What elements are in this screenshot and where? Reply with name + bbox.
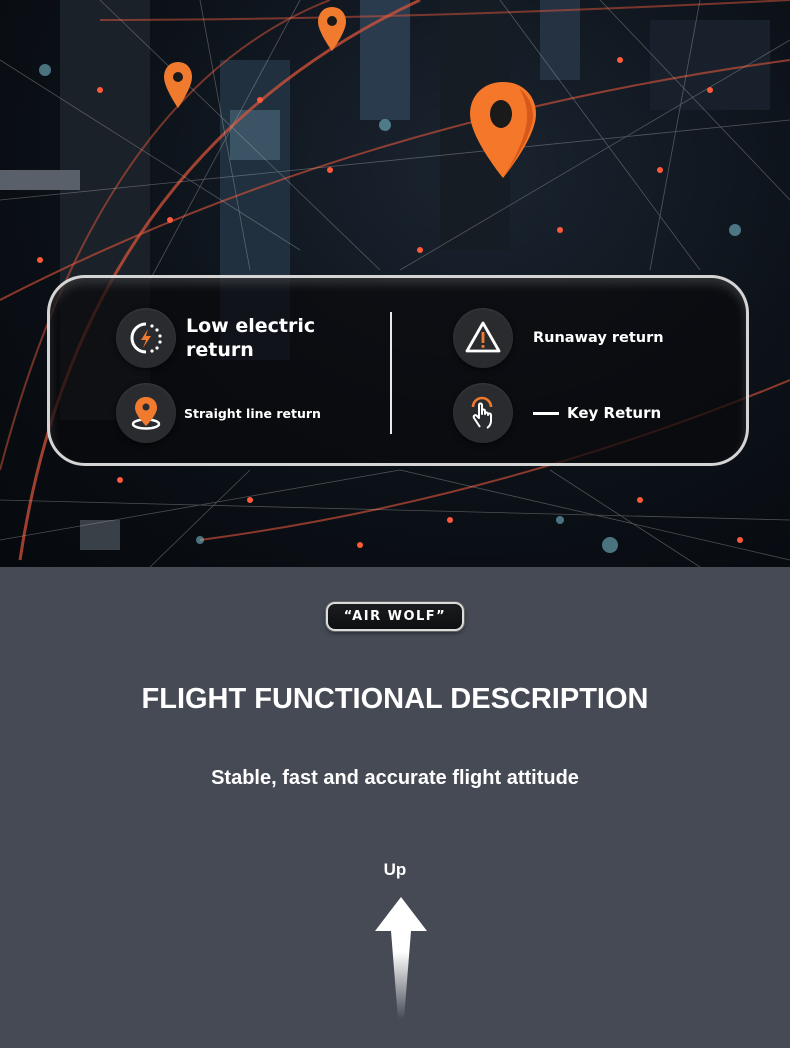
feature-low-electric-return: Low electric return — [116, 308, 326, 368]
map-pin-small-top-icon — [318, 7, 346, 51]
section-subtitle: Stable, fast and accurate flight attitud… — [211, 767, 579, 789]
feature-key-return: Key Return — [453, 383, 661, 443]
dash-decoration — [533, 411, 559, 415]
section-title: FLIGHT FUNCTIONAL DESCRIPTION — [141, 683, 649, 715]
tap-hand-icon — [453, 383, 513, 443]
key-return-text: Key Return — [567, 404, 662, 422]
air-wolf-badge: “AIR WOLF” — [326, 602, 464, 631]
feature-runaway-return: Runaway return — [453, 308, 664, 368]
feature-label: Straight line return — [184, 405, 321, 421]
hero-image: Low electric return Straight line return — [0, 0, 790, 567]
battery-low-bolt-icon — [116, 308, 176, 368]
description-section: “AIR WOLF” FLIGHT FUNCTIONAL DESCRIPTION… — [0, 567, 790, 1048]
feature-straight-line-return: Straight line return — [116, 383, 321, 443]
map-pin-large-icon — [470, 82, 536, 178]
location-pin-icon — [116, 383, 176, 443]
feature-label: Low electric return — [186, 315, 316, 361]
return-features-panel: Low electric return Straight line return — [47, 275, 749, 466]
arrow-up-icon — [375, 897, 427, 1019]
map-pin-small-left-icon — [164, 62, 192, 108]
warning-triangle-icon — [453, 308, 513, 368]
direction-label: Up — [383, 860, 407, 879]
network-overlay — [0, 0, 790, 567]
panel-divider — [390, 312, 392, 434]
feature-label: Key Return — [533, 404, 661, 422]
feature-label: Runaway return — [533, 330, 664, 346]
